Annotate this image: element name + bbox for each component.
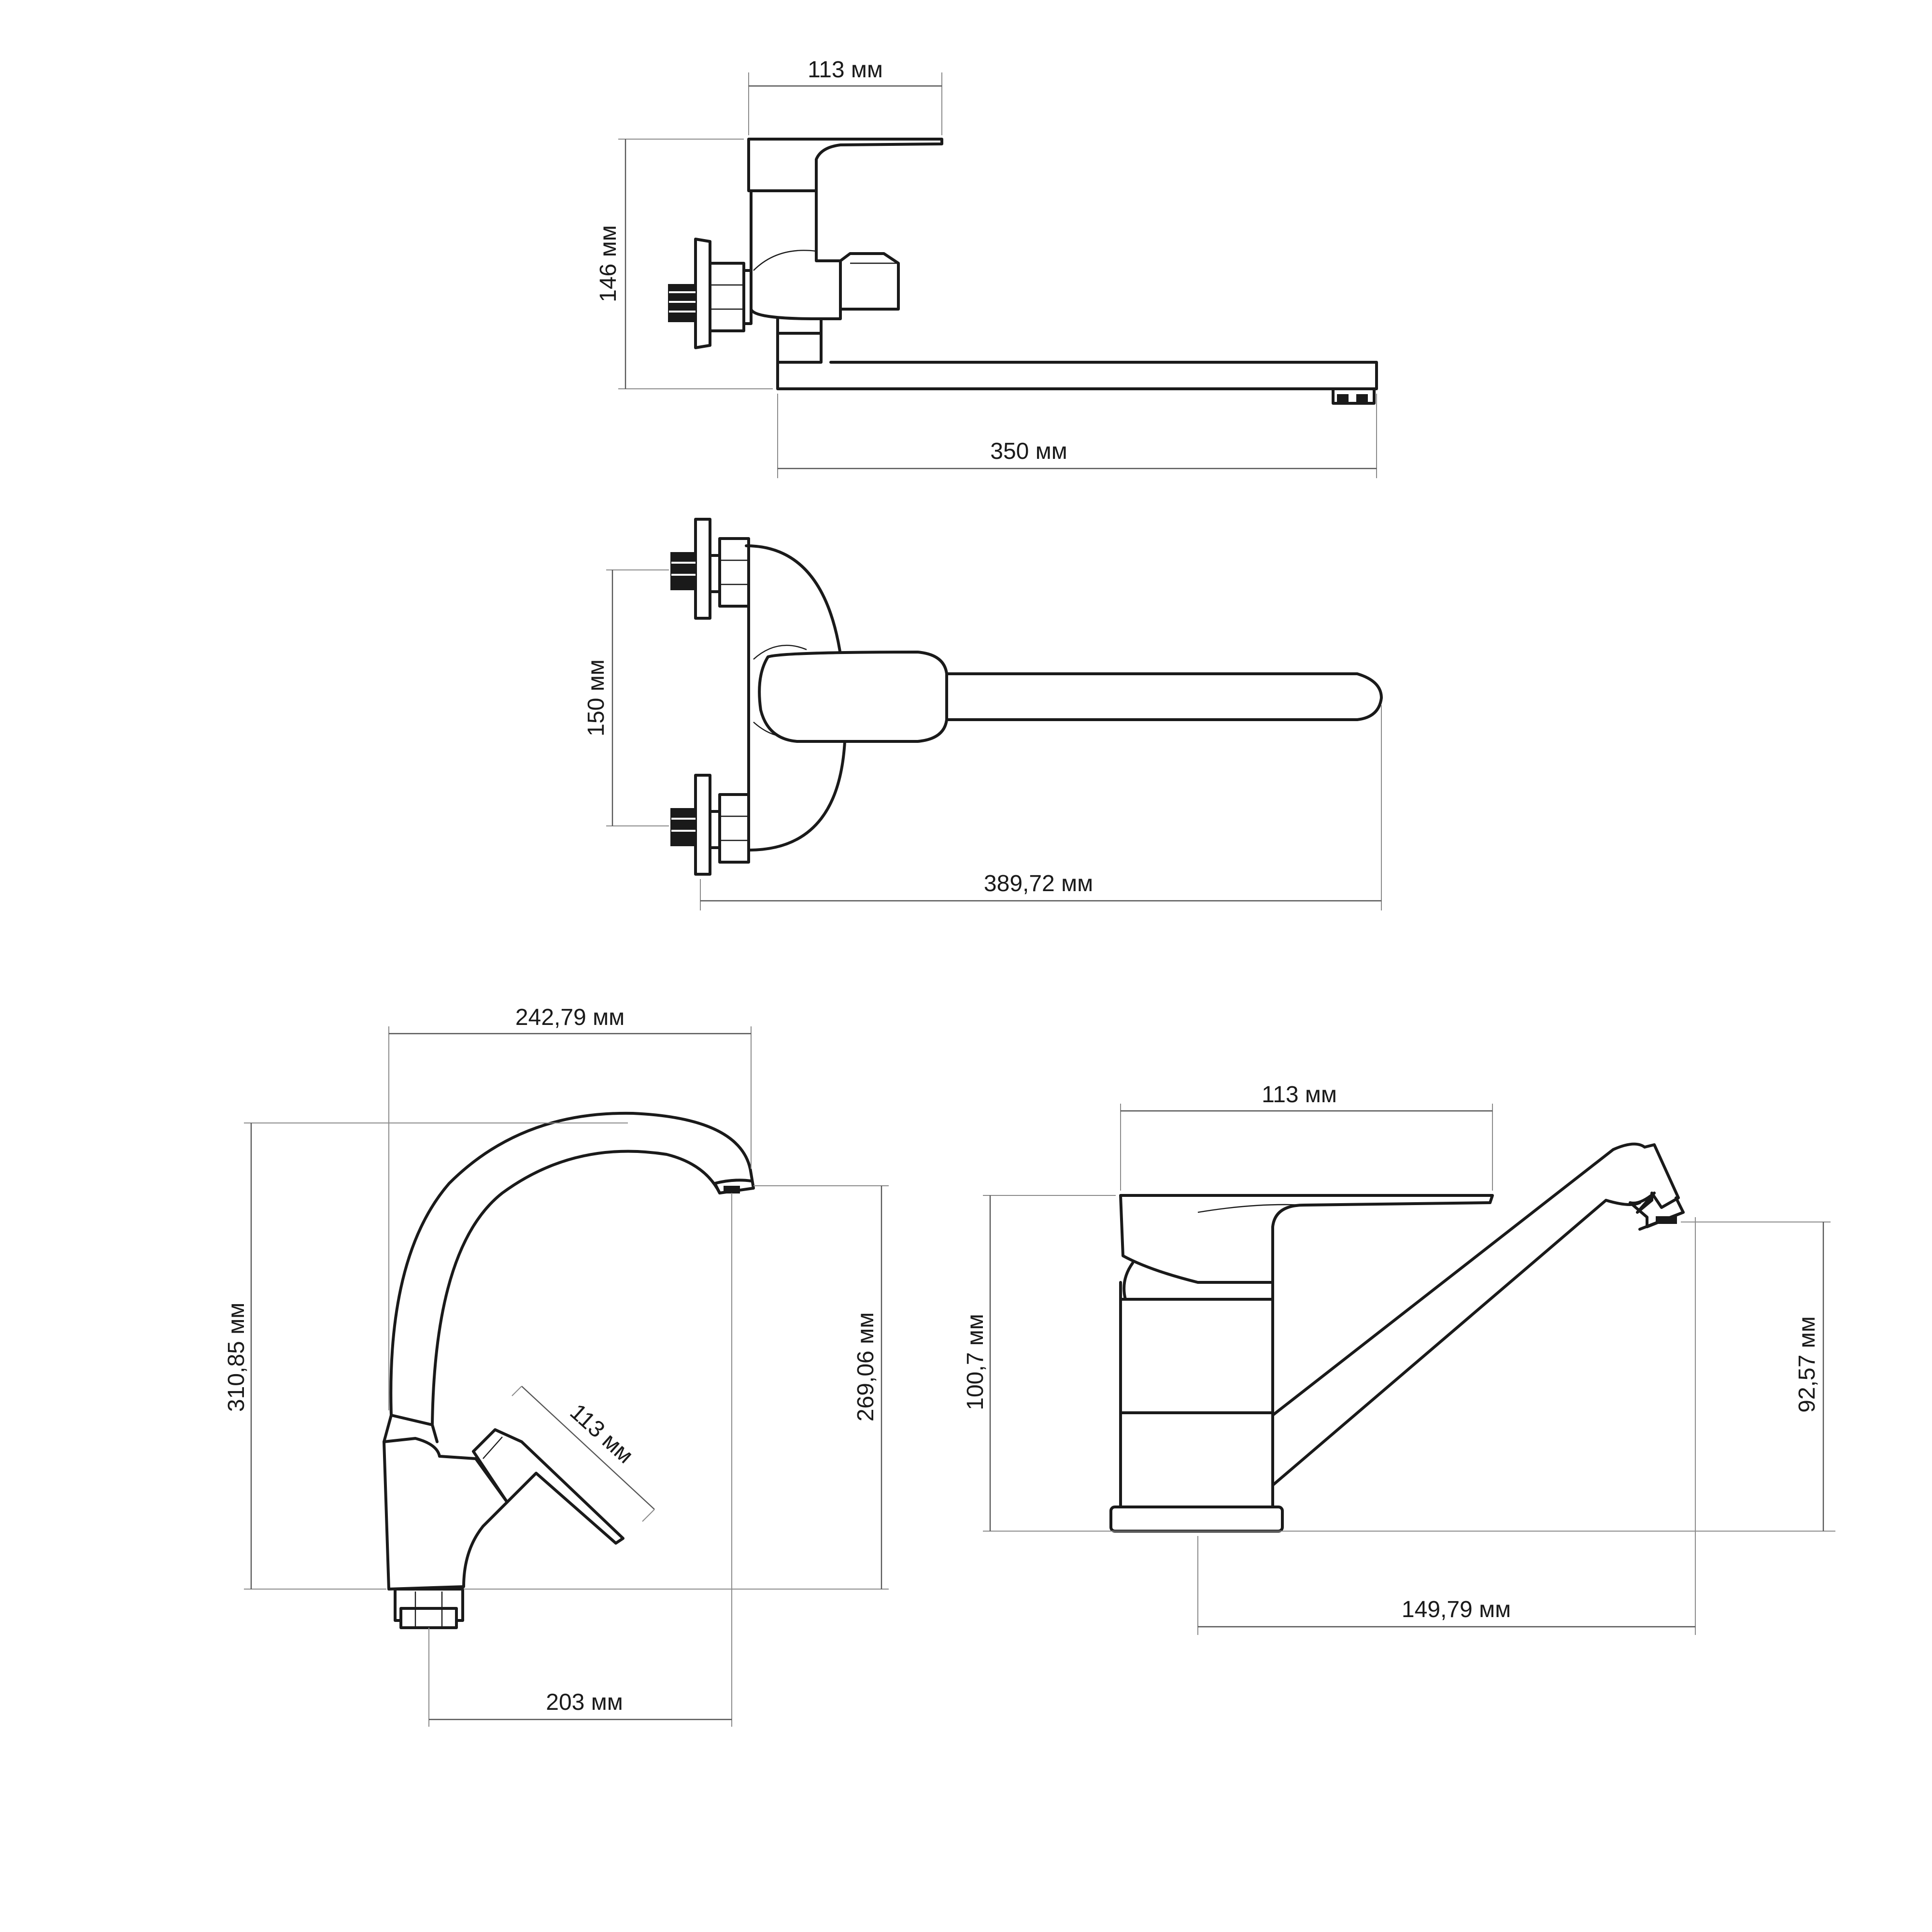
handle-lever xyxy=(472,1428,625,1545)
dim-reach-label: 149,79 мм xyxy=(1402,1597,1511,1622)
dim-handle-label: 113 мм xyxy=(1262,1082,1337,1108)
dim-reach-label: 203 мм xyxy=(546,1690,623,1715)
dim-spout-height-label: 92,57 мм xyxy=(1794,1316,1820,1412)
top-connector xyxy=(694,518,711,620)
deck-swivel-mixer-view: 242,79 мм 310,85 мм 269,06 мм 203 мм 113… xyxy=(224,1005,889,1727)
dim-handle-label: 113 мм xyxy=(565,1399,638,1469)
wall-mixer-side-view: 113 мм 146 мм 350 мм xyxy=(596,57,1378,478)
dim-spout-height-label: 269,06 мм xyxy=(853,1312,879,1421)
spout-pipe xyxy=(776,361,1378,390)
mixer-body xyxy=(383,1437,509,1591)
handle-lever xyxy=(1119,1194,1494,1284)
eccentric-connector xyxy=(694,238,753,349)
wall-mixer-top-view: 150 мм 389,72 мм xyxy=(583,518,1383,910)
dim-length-label: 389,72 мм xyxy=(984,871,1093,896)
mixer-body xyxy=(1119,1298,1274,1414)
dim-height-label: 146 мм xyxy=(596,225,621,302)
dim-spout-label: 350 мм xyxy=(990,439,1067,464)
dim-width-label: 113 мм xyxy=(808,57,883,83)
dim-width-label: 242,79 мм xyxy=(515,1005,625,1030)
gooseneck-spout xyxy=(389,1111,755,1426)
deck-short-mixer-view: 113 мм 100,7 мм 92,57 мм 149,79 мм xyxy=(963,1082,1835,1635)
hex-nut xyxy=(709,262,745,332)
angled-spout xyxy=(1271,1142,1685,1487)
dim-spacing-label: 150 мм xyxy=(583,659,609,736)
bottom-connector xyxy=(694,774,711,876)
handle-stem xyxy=(750,189,842,320)
dim-height-label: 310,85 мм xyxy=(224,1303,249,1412)
diverter-knob xyxy=(839,252,900,311)
dim-height-label: 100,7 мм xyxy=(963,1314,988,1410)
thread-connector xyxy=(668,284,696,322)
deck-base xyxy=(1109,1506,1284,1533)
handle-lever xyxy=(747,138,943,192)
spout-top xyxy=(758,651,1383,743)
